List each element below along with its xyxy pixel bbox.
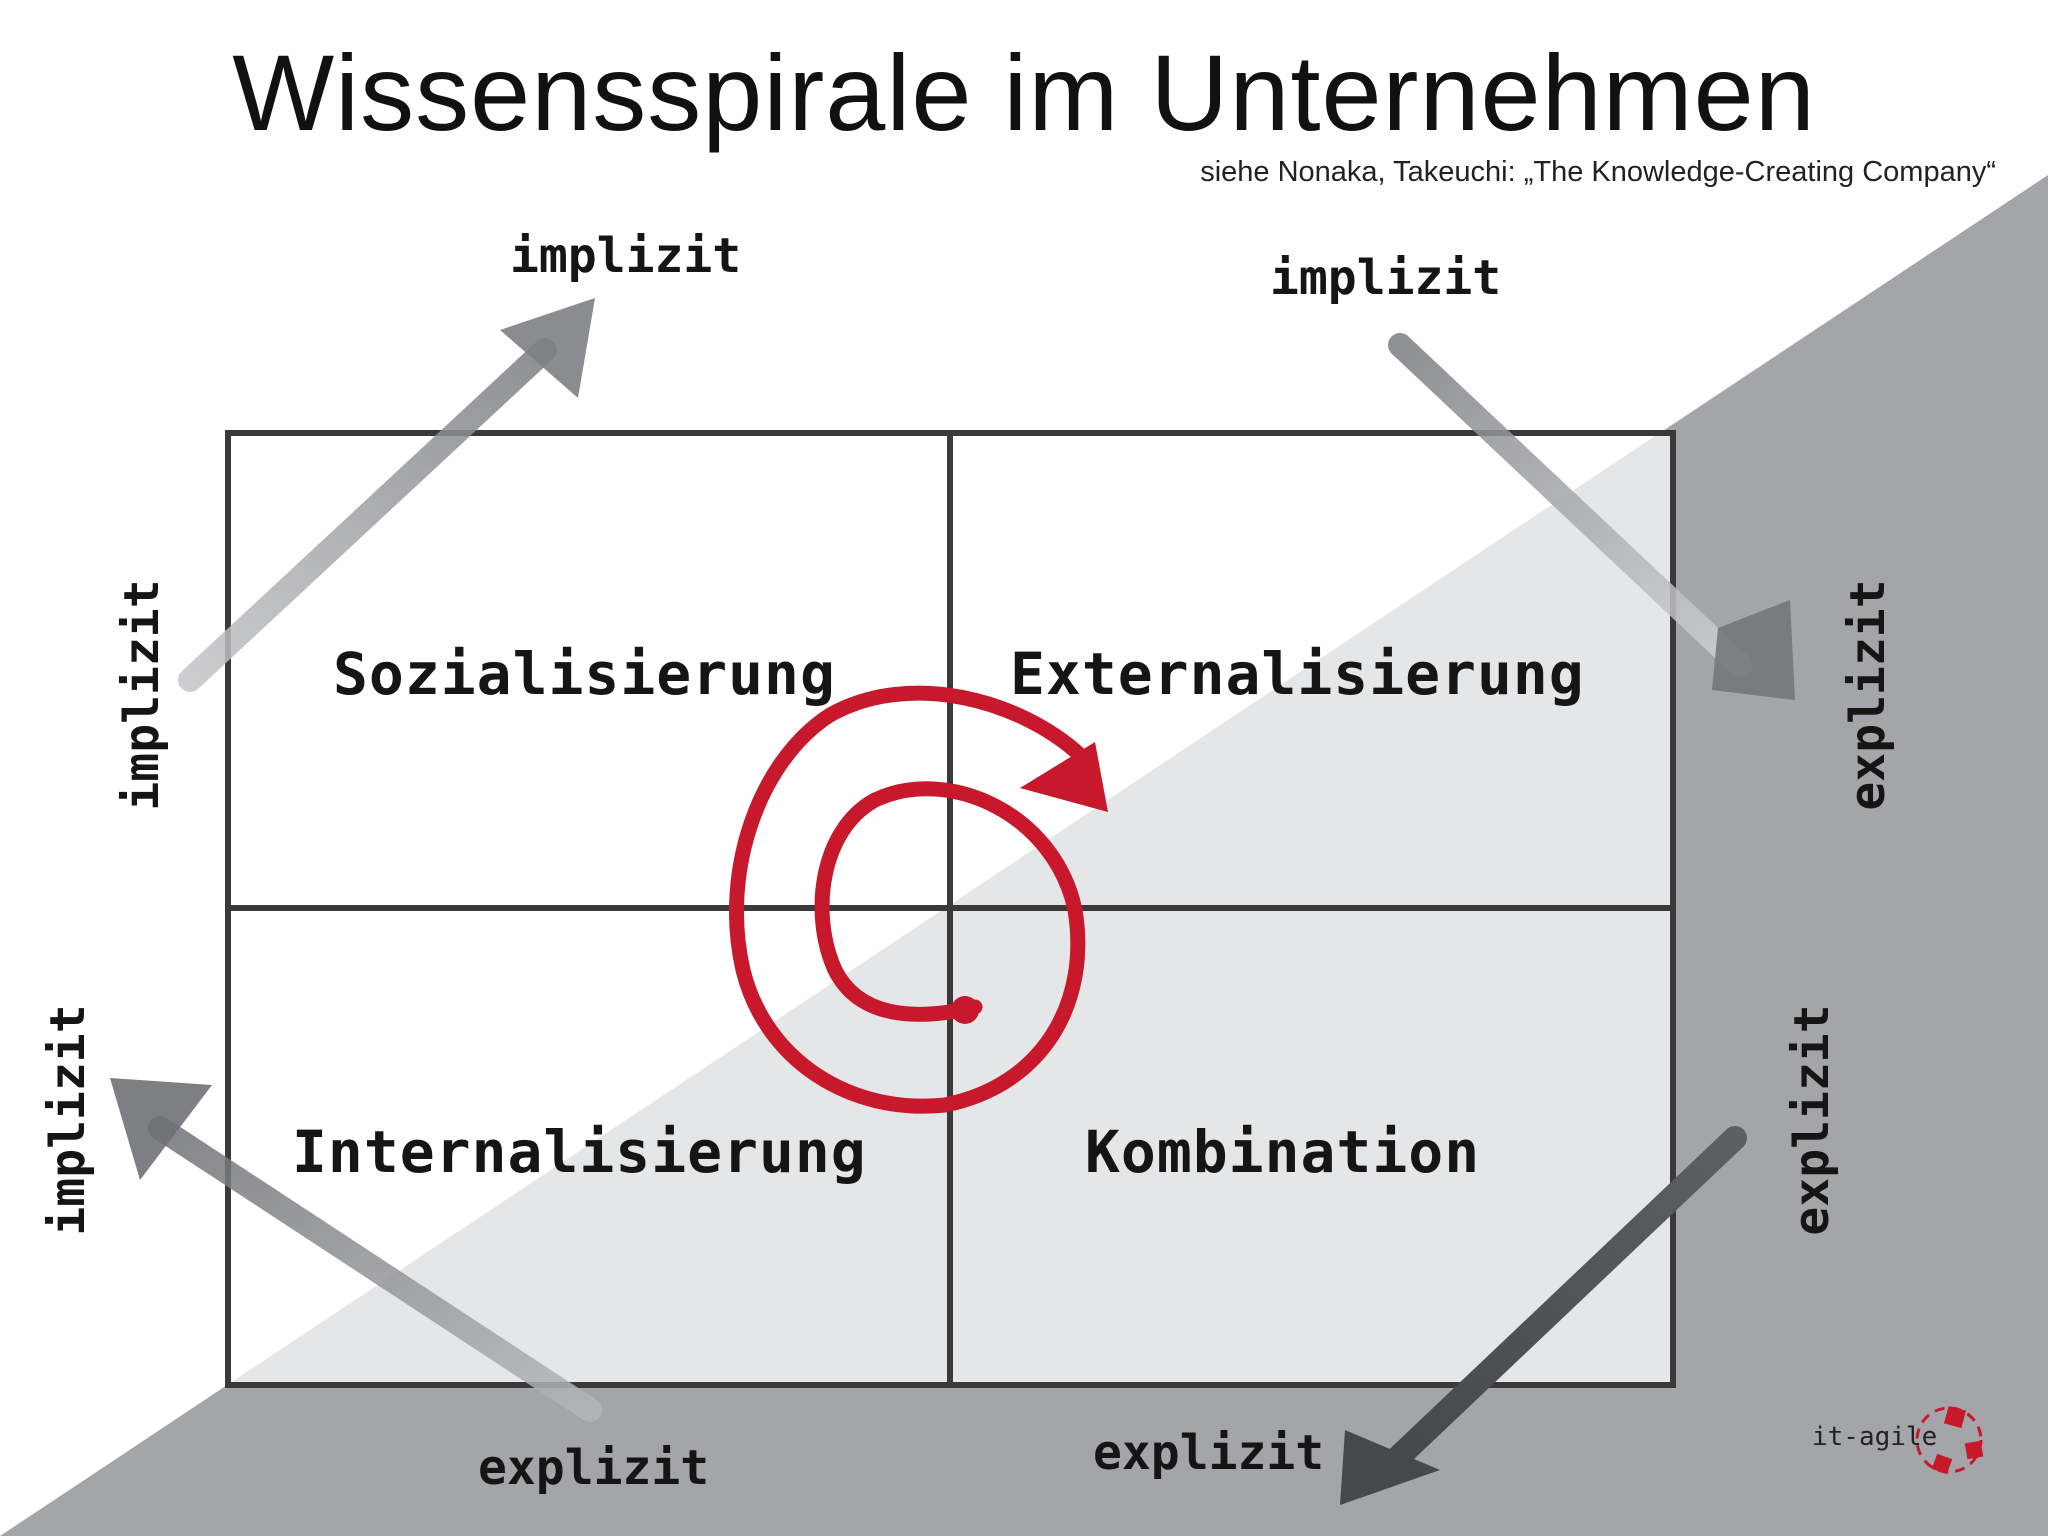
quadrant-externalization: Externalisierung <box>1010 640 1585 708</box>
label-right-upper-explizit: explizit <box>1840 579 1896 811</box>
arrow-internalization <box>110 1078 602 1422</box>
cell-top-left <box>225 430 953 911</box>
knowledge-spiral <box>729 685 1108 1114</box>
label-right-lower-explizit: explizit <box>1784 1004 1840 1236</box>
quadrant-internalization: Internalisierung <box>292 1118 867 1186</box>
label-bottom-right-explizit: explizit <box>1093 1425 1325 1481</box>
quadrant-socialization: Sozialisierung <box>333 640 836 708</box>
logo-dice-icon <box>1915 1405 1984 1475</box>
arrow-externalization <box>1388 333 1795 700</box>
quadrant-combination: Kombination <box>1085 1118 1481 1186</box>
label-top-right-implizit: implizit <box>1270 250 1502 306</box>
label-bottom-left-explizit: explizit <box>478 1440 710 1496</box>
matrix-grid <box>225 430 1676 1388</box>
cell-top-right <box>947 430 1676 911</box>
citation: siehe Nonaka, Takeuchi: „The Knowledge-C… <box>1200 156 1996 188</box>
label-left-lower-implizit: implizit <box>40 1004 96 1236</box>
arrow-socialization <box>178 298 595 692</box>
arrow-combination <box>1340 1126 1747 1505</box>
page-title: Wissensspirale im Unternehmen <box>232 32 1816 153</box>
it-agile-logo: it-agile <box>1812 1405 1984 1475</box>
label-left-upper-implizit: implizit <box>114 579 170 811</box>
label-top-left-implizit: implizit <box>510 228 742 284</box>
